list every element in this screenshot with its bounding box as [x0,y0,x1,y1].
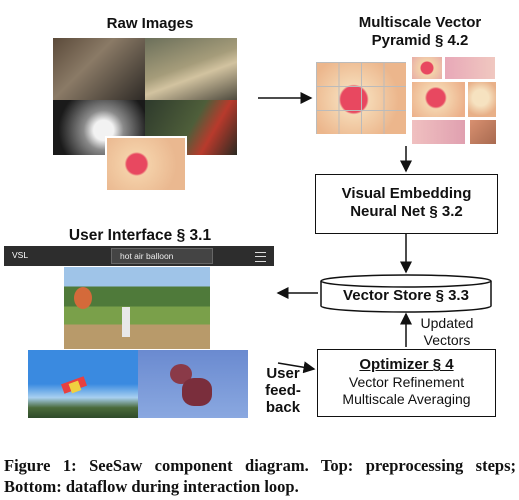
feedback-line3: back [265,399,301,416]
arrow-feedback-to-optimizer [277,361,316,374]
pyramid-image-medium-1 [412,57,442,79]
feedback-line2: feed- [265,382,301,399]
raw-image-1 [53,38,145,100]
pyramid-image-large [316,62,406,134]
ui-search-value: hot air balloon [120,251,174,261]
raw-image-2 [145,38,237,100]
optimizer-box: Optimizer § 4 Vector Refinement Multisca… [317,349,496,417]
ui-topbar: VSL hot air balloon [4,246,274,266]
figure-caption: Figure 1: SeeSaw component diagram. Top:… [4,455,516,497]
vector-store-label: Vector Store § 3.3 [343,287,469,304]
visual-embedding-line1: Visual Embedding [341,185,472,202]
pyramid-image-medium-3 [412,82,465,117]
pyramid-title: Multiscale Vector Pyramid § 4.2 [330,14,510,50]
optimizer-line2: Multiscale Averaging [342,391,471,407]
pyramid-title-line1: Multiscale Vector [358,14,482,31]
updated-line1: Updated [420,315,474,331]
user-feedback-label: User feed- back [258,365,308,416]
ui-result-kite-sky[interactable] [28,350,138,418]
feedback-line1: User [266,365,300,382]
raw-images-title: Raw Images [106,15,194,32]
ui-search-input[interactable]: hot air balloon [111,248,213,264]
ui-result-baseball-field[interactable] [64,267,210,349]
visual-embedding-box: Visual Embedding Neural Net § 3.2 [315,174,498,234]
visual-embedding-line2: Neural Net § 3.2 [350,203,463,220]
pyramid-image-medium-2 [445,57,495,79]
pyramid-image-small-2 [470,120,496,144]
ui-result-bear-balloon[interactable] [138,350,248,418]
pyramid-image-small-1 [412,120,465,144]
pyramid-image-medium-4 [468,82,496,117]
optimizer-line1: Vector Refinement [348,374,465,390]
raw-image-5 [105,136,187,192]
updated-line2: Vectors [423,332,471,348]
optimizer-title: Optimizer § 4 [359,356,454,373]
hamburger-menu-icon[interactable] [255,252,266,262]
caption-text: Figure 1: SeeSaw component diagram. Top:… [4,456,516,496]
vector-store-cylinder [320,274,492,313]
pyramid-title-line2: Pyramid § 4.2 [371,32,469,49]
updated-vectors-label: Updated Vectors [412,315,482,349]
ui-app-name: VSL [12,250,29,260]
user-interface-title: User Interface § 3.1 [68,227,212,244]
